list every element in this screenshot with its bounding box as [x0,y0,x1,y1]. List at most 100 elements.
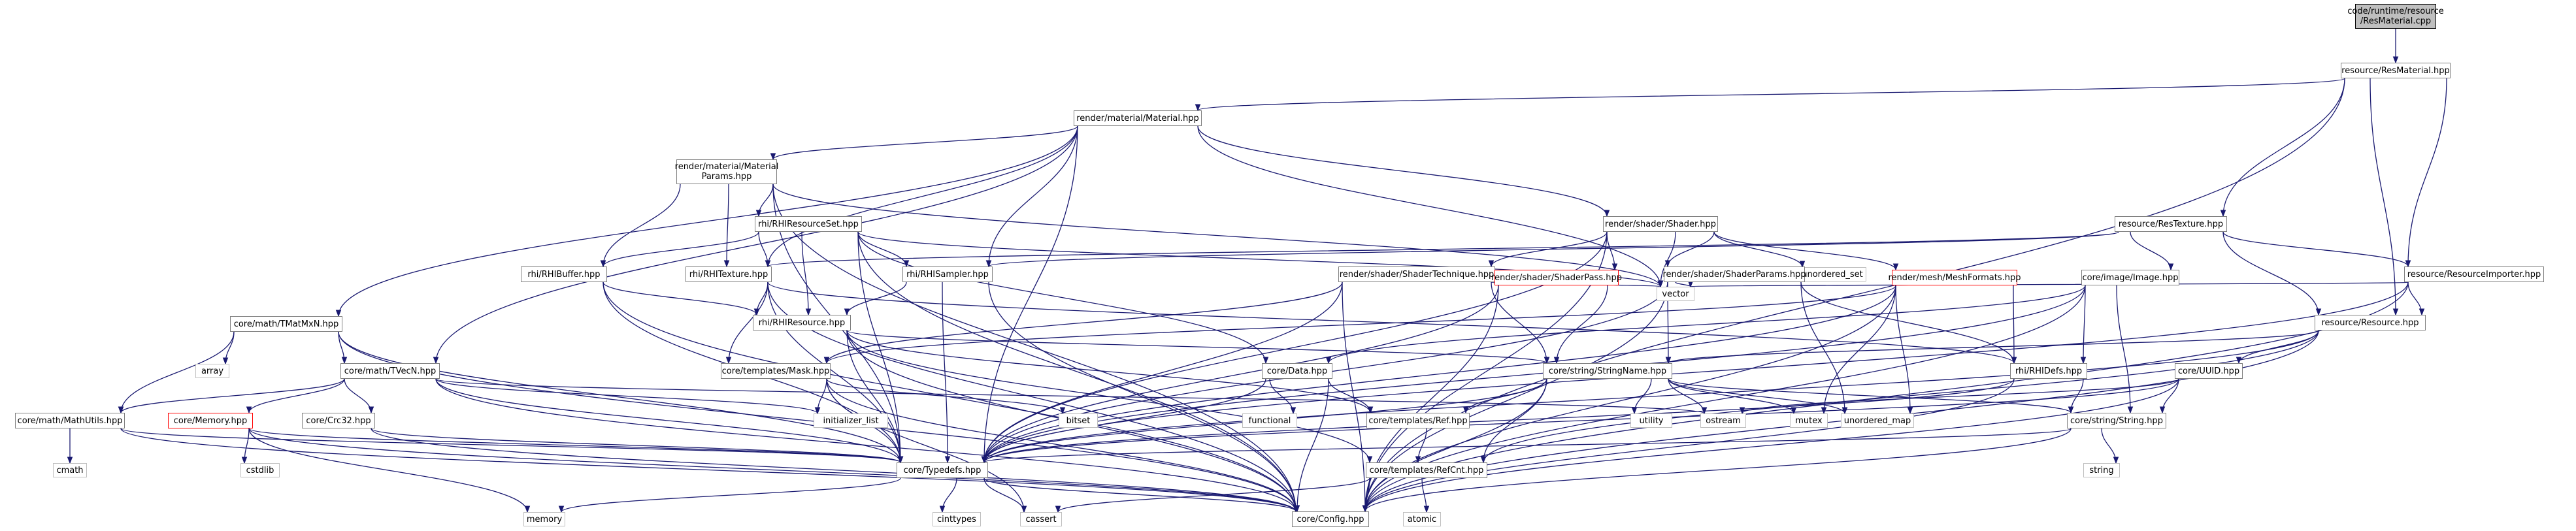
node-shaderparams[interactable]: render/shader/ShaderParams.hpp [1662,266,1806,282]
node-resimporter[interactable]: resource/ResourceImporter.hpp [2404,266,2544,282]
node-functional: functional [1242,413,1297,428]
arrowhead-resimporter-to-resource [2419,308,2425,316]
edge-rhitexture-to-typedefs [767,282,901,463]
arrowhead-string-to-typedefs [981,456,987,464]
node-matparams[interactable]: render/material/Material Params.hpp [675,159,778,184]
edge-tvecn-to-crc32 [344,378,372,413]
node-std-string: string [2083,463,2120,477]
edge-stringname-to-config [1364,378,1547,512]
node-rhidefs[interactable]: rhi/RHIDefs.hpp [2010,363,2087,379]
arrowhead-typedefs-to-config [1293,505,1299,513]
arrowhead-rhiresset-to-rhiresource [805,308,812,316]
node-uuid[interactable]: core/UUID.hpp [2175,363,2243,379]
edge-memory_hpp-to-memory [248,428,528,513]
node-rhiresource[interactable]: rhi/RHIResource.hpp [753,315,851,330]
node-memory-hpp[interactable]: core/Memory.hpp [168,413,253,428]
arrowhead-meshformats-to-mask [823,357,830,364]
edge-tvecn-to-memory_hpp [248,378,345,413]
edge-rhidefs-to-config [1364,378,2015,512]
arrowhead-restexture-to-rhisampler [985,260,992,268]
edge-tvecn-to-ostream [435,378,1705,414]
arrowhead-typedefs-to-memory [558,506,565,513]
edge-mask-to-bitset [826,378,1063,414]
edge-material-to-rhisampler [988,125,1078,267]
edge-rhiresource-to-ref [846,330,1371,413]
edge-data-to-functional [1269,378,1294,414]
node-material[interactable]: render/material/Material.hpp [1074,110,1202,126]
arrowhead-shaderparams-to-stringname [1665,357,1672,364]
node-string[interactable]: core/string/String.hpp [2067,413,2166,428]
edge-rhiresource-to-typedefs [846,330,901,463]
edge-string-to-config [1364,428,2072,512]
arrowhead-typedefs-to-cassert [1021,506,1027,513]
arrowhead-memory_hpp-to-cstdlib [241,457,248,464]
node-array: array [195,364,229,378]
node-data[interactable]: core/Data.hpp [1262,363,1332,379]
arrowhead-string-to-std_string [2113,457,2119,464]
edge-meshformats-to-mask [826,285,1896,364]
edge-resmat-to-config [1364,78,2345,512]
edge-rhisampler-to-config [988,282,1296,512]
arrowhead-stringname-to-ref [1462,406,1469,414]
node-image[interactable]: core/image/Image.hpp [2081,270,2179,285]
arrowhead-refcnt-to-config [1362,505,1368,513]
edge-material-to-vector [1197,125,1661,287]
arrowhead-data-to-functional [1290,407,1296,415]
arrowhead-image-to-rhidefs [2080,357,2087,364]
node-shader[interactable]: render/shader/Shader.hpp [1603,216,1718,232]
arrowhead-restexture-to-rhitexture [765,260,771,268]
edge-shader-to-vector [1660,231,1676,287]
arrowhead-memory_hpp-to-typedefs [897,456,904,464]
node-resmat[interactable]: resource/ResMaterial.hpp [2341,63,2451,78]
node-rhiresset[interactable]: rhi/RHIResourceSet.hpp [755,216,862,232]
arrowhead-tmatmxn-to-array [222,357,229,365]
node-tvecn[interactable]: core/math/TVecN.hpp [340,363,440,379]
node-root[interactable]: code/runtime/resource /ResMaterial.cpp [2347,4,2444,29]
edge-image-to-string [2116,285,2131,413]
node-stringname[interactable]: core/string/StringName.hpp [1543,363,1672,379]
arrowhead-rhiresource-to-refcnt [1366,456,1373,464]
node-refcnt[interactable]: core/templates/RefCnt.hpp [1366,462,1487,478]
edge-shader-to-meshformats [1713,231,1896,270]
arrowhead-mask-to-bitset [1059,407,1066,415]
node-shaderpass[interactable]: render/shader/ShaderPass.hpp [1491,270,1622,285]
node-mathutils[interactable]: core/math/MathUtils.hpp [15,413,125,428]
node-memory: memory [523,512,565,526]
arrowhead-rhiresset-to-rhisampler [903,260,910,268]
arrowhead-stringname-to-unordered_map [1841,407,1848,415]
edge-tvecn-to-mathutils [120,378,345,413]
node-crc32[interactable]: core/Crc32.hpp [302,413,375,428]
edge-typedefs-to-memory [561,477,901,513]
node-rhibuffer[interactable]: rhi/RHIBuffer.hpp [521,266,607,282]
node-shadertech[interactable]: render/shader/ShaderTechnique.hpp [1338,266,1495,282]
node-typedefs[interactable]: core/Typedefs.hpp [897,462,988,478]
arrowhead-uuid-to-ostream [1739,407,1745,415]
arrowhead-resmat-to-resource [2392,308,2399,316]
edge-material-to-shader [1197,125,1608,217]
arrowhead-mathutils-to-cmath [67,457,73,464]
edge-rhidefs-to-typedefs [983,378,2015,463]
arrowhead-matparams-to-rhiresset [755,210,762,217]
edge-shader-to-shaderparams [1667,231,1715,267]
node-ref[interactable]: core/templates/Ref.hpp [1366,413,1470,428]
arrowhead-meshformats-to-unordered_map [1907,407,1913,415]
node-resource[interactable]: resource/Resource.hpp [2315,315,2426,330]
node-tmatmxn[interactable]: core/math/TMatMxN.hpp [230,316,342,332]
arrowhead-memory_hpp-to-memory [524,506,531,513]
edge-mask-to-cassert [826,378,1025,513]
edge-stringname-to-unordered_map [1668,378,1845,414]
node-meshformats[interactable]: render/mesh/MeshFormats.hpp [1889,270,2021,285]
node-mask[interactable]: core/templates/Mask.hpp [721,363,831,379]
arrowhead-tvecn-to-mathutils [118,406,124,414]
node-rhisampler[interactable]: rhi/RHISampler.hpp [902,266,993,282]
edge-material-to-matparams [772,125,1078,160]
edge-memory_hpp-to-config [248,428,1296,512]
node-rhitexture[interactable]: rhi/RHITexture.hpp [685,266,772,282]
edge-resource-to-stringname [1668,330,2319,364]
arrowhead-shader-to-meshformats [1892,263,1899,271]
node-restexture[interactable]: resource/ResTexture.hpp [2115,216,2227,232]
arrowhead-resmat-to-restexture [2220,210,2226,217]
node-config[interactable]: core/Config.hpp [1292,511,1369,527]
arrowhead-ref-to-refcnt [1415,456,1421,464]
arrowhead-stringname-to-utility [1631,407,1638,415]
